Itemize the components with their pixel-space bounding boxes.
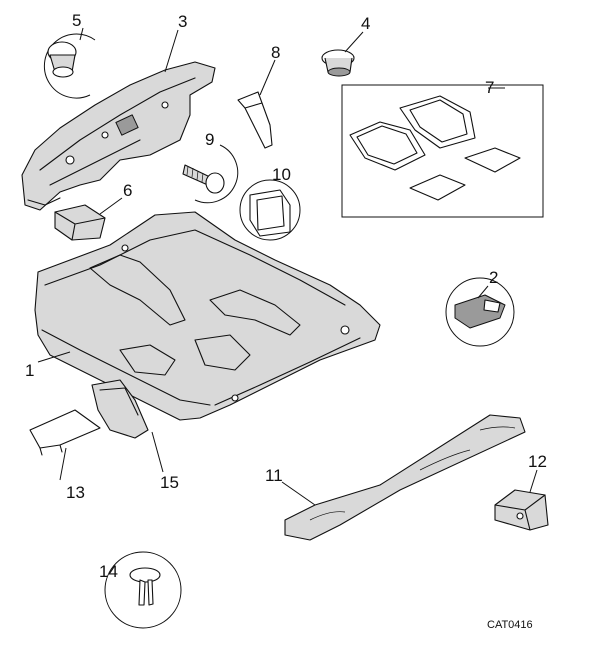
part-2-clip <box>445 277 515 347</box>
leader-lines <box>37 27 538 506</box>
callout-3: 3 <box>178 12 187 31</box>
part-10-frame <box>239 179 301 241</box>
part-13-heel-plate <box>29 409 101 456</box>
callout-10: 10 <box>272 165 291 184</box>
part-1-floor-carpet <box>34 211 381 421</box>
part-15-panel <box>91 379 149 439</box>
callout-1: 1 <box>25 361 34 380</box>
callout-8: 8 <box>271 43 280 62</box>
part-14-push-clip <box>104 551 182 629</box>
callout-labels: 1 2 3 4 5 6 7 8 9 10 11 12 13 14 15 CAT0… <box>25 11 547 631</box>
callout-14: 14 <box>99 562 118 581</box>
callout-9: 9 <box>205 130 214 149</box>
part-9-screw <box>182 144 239 204</box>
callout-15: 15 <box>160 473 179 492</box>
part-11-insulation-strip <box>284 414 526 541</box>
part-4-grommet <box>321 49 355 77</box>
callout-2: 2 <box>489 268 498 287</box>
callout-6: 6 <box>123 181 132 200</box>
part-6-insulation-block <box>54 204 106 241</box>
callout-13: 13 <box>66 483 85 502</box>
part-3-bulkhead-insulation <box>21 61 216 211</box>
callout-12: 12 <box>528 452 547 471</box>
part-8-bracket <box>237 91 273 149</box>
callout-11: 11 <box>265 466 283 485</box>
part-5-clip <box>43 33 96 99</box>
callout-5: 5 <box>72 11 81 30</box>
catalog-code: CAT0416 <box>487 619 533 631</box>
part-12-block <box>494 489 549 531</box>
callout-7: 7 <box>485 78 494 97</box>
part-7-floor-mats <box>341 84 544 218</box>
callout-4: 4 <box>361 14 370 33</box>
